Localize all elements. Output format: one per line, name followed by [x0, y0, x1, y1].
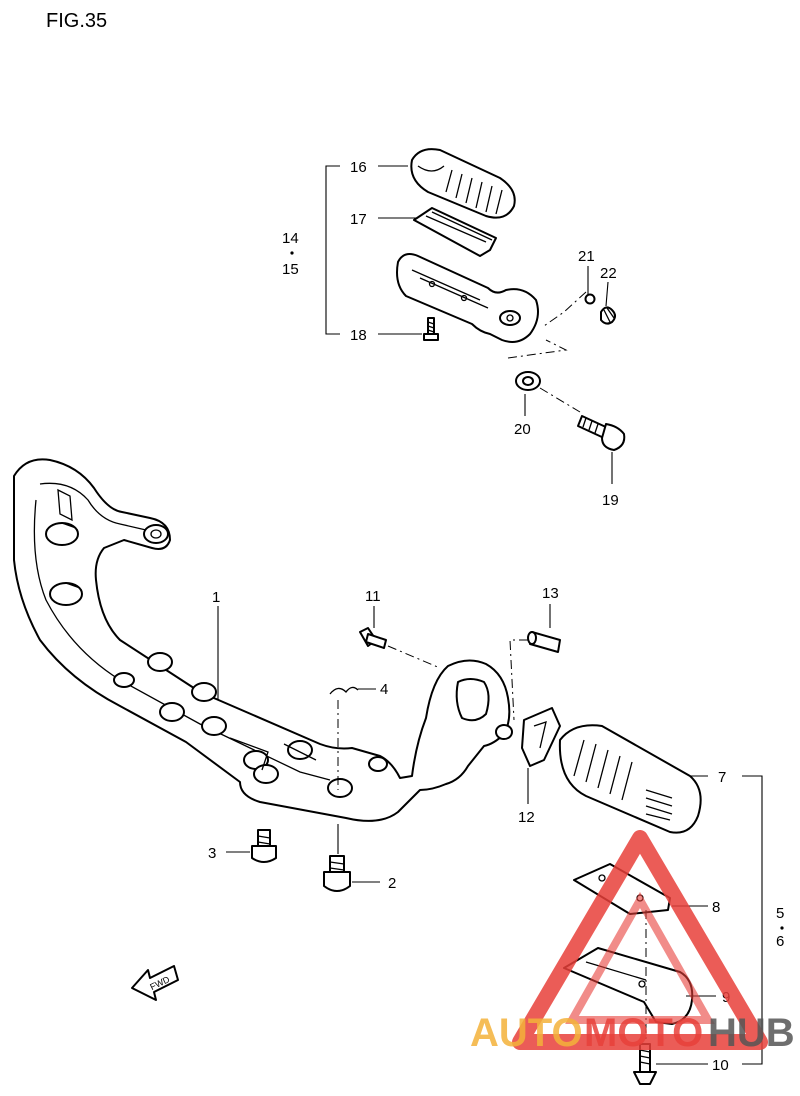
assembly-line-11	[387, 645, 441, 669]
callout-14: 14	[282, 230, 299, 247]
footpeg-rubber-16	[410, 148, 516, 219]
bracket-14-15	[325, 165, 340, 335]
bolt-19	[577, 415, 626, 451]
footpeg-plate-17	[413, 207, 497, 257]
bolt-2	[323, 855, 351, 892]
bolt-3	[251, 829, 277, 863]
footrest-bracket-1	[13, 458, 513, 822]
callout-13: 13	[542, 585, 559, 602]
pin-13	[527, 631, 561, 653]
watermark-text-b: MOTO	[584, 1011, 703, 1055]
washer-20	[515, 371, 541, 391]
screw-18	[423, 317, 439, 341]
assembly-line-13	[509, 639, 528, 721]
watermark-logo	[512, 830, 768, 1050]
forward-arrow-icon: FWD	[131, 965, 179, 1001]
screw-10	[633, 1043, 657, 1085]
callout-8: 8	[712, 899, 720, 916]
callout-2: 2	[388, 875, 396, 892]
assembly-line-top	[507, 291, 587, 359]
callout-18: 18	[350, 327, 367, 344]
bracket-5-6	[742, 775, 763, 1065]
ball-21	[584, 293, 596, 305]
bolt-11	[359, 627, 387, 649]
callout-20: 20	[514, 421, 531, 438]
callout-4: 4	[380, 681, 388, 698]
callout-1: 1	[212, 589, 220, 606]
callout-19: 19	[602, 492, 619, 509]
watermark-wordmark: AUTO MOTO HUB	[470, 1011, 795, 1055]
callout-7: 7	[718, 769, 726, 786]
watermark-text-a: AUTO	[470, 1011, 583, 1055]
callout-17: 17	[350, 211, 367, 228]
leader-22	[605, 281, 609, 307]
callout-16: 16	[350, 159, 367, 176]
callout-12: 12	[518, 809, 535, 826]
spring-22	[600, 306, 616, 325]
callout-6: 6	[776, 933, 784, 950]
callout-3: 3	[208, 845, 216, 862]
figure-title: FIG.35	[46, 10, 107, 32]
footpeg-rubber-7	[558, 724, 702, 834]
callout-15: 15	[282, 261, 299, 278]
callout-11: 11	[365, 588, 381, 605]
plate-12	[521, 707, 561, 767]
callout-22: 22	[600, 265, 617, 282]
watermark-text-c: HUB	[708, 1011, 795, 1055]
assembly-line-bolt	[539, 387, 581, 413]
footpeg-body-15	[396, 253, 539, 343]
callout-21: 21	[578, 248, 595, 265]
callout-5: 5	[776, 905, 784, 922]
clip-4	[329, 686, 359, 695]
callout-10: 10	[712, 1057, 729, 1074]
